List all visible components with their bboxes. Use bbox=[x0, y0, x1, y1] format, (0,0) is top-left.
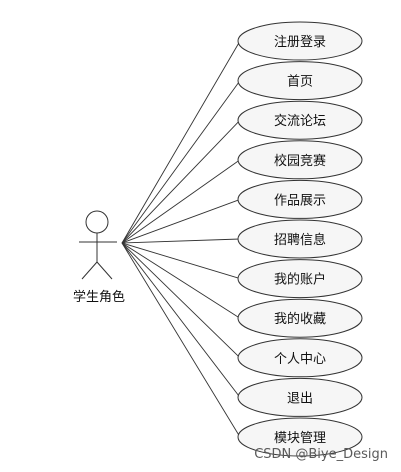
association-line bbox=[121, 242, 241, 280]
use-case-ellipse bbox=[237, 21, 363, 61]
use-case-label: 招聘信息 bbox=[274, 232, 326, 248]
use-case-ellipse bbox=[237, 179, 363, 219]
use-case-label: 个人中心 bbox=[274, 352, 326, 367]
watermark: CSDN @Biye_Design bbox=[254, 447, 388, 462]
association-line bbox=[121, 40, 241, 244]
use-case: 模块管理 bbox=[237, 417, 363, 457]
use-case-ellipse bbox=[237, 417, 363, 457]
association-line bbox=[121, 159, 241, 244]
use-case-ellipse bbox=[237, 61, 363, 101]
use-case-ellipse bbox=[237, 140, 363, 180]
use-case-label: 首页 bbox=[287, 75, 313, 90]
use-case-ellipse bbox=[237, 219, 363, 259]
actor-label: 学生角色 bbox=[73, 289, 125, 305]
use-case: 招聘信息 bbox=[237, 219, 363, 259]
use-case-ellipse bbox=[237, 100, 363, 140]
use-case-label: 作品展示 bbox=[274, 193, 326, 208]
association-line bbox=[121, 242, 241, 319]
use-case: 注册登录 bbox=[237, 21, 363, 61]
association-line bbox=[121, 242, 241, 438]
use-case: 校园竞赛 bbox=[237, 140, 363, 180]
student-actor: 学生角色 bbox=[73, 210, 125, 305]
use-case: 我的账户 bbox=[237, 259, 363, 299]
use-case-label: 我的收藏 bbox=[274, 311, 326, 327]
use-case-label: 我的账户 bbox=[274, 272, 326, 288]
association-lines bbox=[121, 40, 241, 438]
use-case: 个人中心 bbox=[237, 338, 363, 378]
use-case-ellipse bbox=[237, 298, 363, 338]
actor-right-leg bbox=[96, 261, 113, 280]
use-case-label: 模块管理 bbox=[274, 431, 326, 446]
association-line bbox=[121, 198, 241, 244]
association-line bbox=[121, 80, 241, 244]
use-case-ellipse bbox=[237, 338, 363, 378]
use-case: 作品展示 bbox=[237, 179, 363, 219]
use-case: 退出 bbox=[237, 377, 363, 417]
use-case-label: 注册登录 bbox=[274, 35, 326, 50]
use-case-ellipse bbox=[237, 259, 363, 299]
use-case-label: 交流论坛 bbox=[274, 113, 326, 129]
association-line bbox=[121, 242, 241, 398]
use-case: 首页 bbox=[237, 61, 363, 101]
association-line bbox=[121, 119, 241, 244]
association-line bbox=[121, 242, 241, 359]
use-case-label: 退出 bbox=[287, 391, 313, 406]
use-case: 我的收藏 bbox=[237, 298, 363, 338]
use-case-label: 校园竞赛 bbox=[274, 153, 326, 169]
use-case: 交流论坛 bbox=[237, 100, 363, 140]
association-line bbox=[121, 238, 241, 244]
actor-left-leg bbox=[81, 261, 98, 280]
use-case-ellipse bbox=[237, 377, 363, 417]
actor-head bbox=[85, 210, 109, 234]
